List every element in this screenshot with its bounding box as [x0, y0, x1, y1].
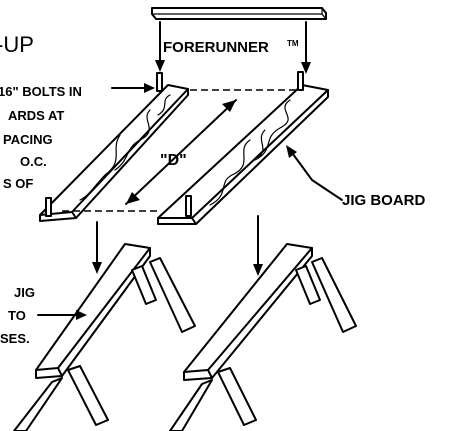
board-to-sawhorse-arrows	[92, 215, 263, 276]
page-heading: -UP	[0, 32, 34, 57]
svg-text:S OF: S OF	[3, 176, 33, 191]
forerunner-arrows	[155, 21, 311, 74]
right-jig-board	[157, 71, 329, 225]
svg-text:TO: TO	[8, 308, 26, 323]
jig-callout: JIG TO SES.	[0, 285, 87, 346]
svg-text:ARDS AT: ARDS AT	[8, 108, 64, 123]
svg-text:JIG: JIG	[14, 285, 35, 300]
trademark-mark: TM	[287, 39, 299, 48]
svg-text:16" BOLTS IN: 16" BOLTS IN	[0, 84, 82, 99]
svg-text:SES.: SES.	[0, 331, 30, 346]
jig-board-leader	[286, 145, 343, 201]
left-sawhorse	[13, 243, 196, 431]
jig-board-label: JIG BOARD	[342, 192, 426, 209]
svg-text:O.C.: O.C.	[20, 154, 47, 169]
svg-text:PACING: PACING	[3, 132, 53, 147]
forerunner-label: FORERUNNER	[163, 39, 269, 56]
left-jig-board	[39, 72, 189, 222]
forerunner-bar	[151, 7, 327, 20]
dimension-d-label: "D"	[160, 152, 187, 169]
spacing-dashes	[62, 89, 298, 212]
right-sawhorse	[169, 243, 357, 431]
dimension-d-arrow	[125, 99, 237, 205]
bolts-callout: 16" BOLTS IN ARDS AT PACING O.C. S OF	[0, 83, 155, 191]
